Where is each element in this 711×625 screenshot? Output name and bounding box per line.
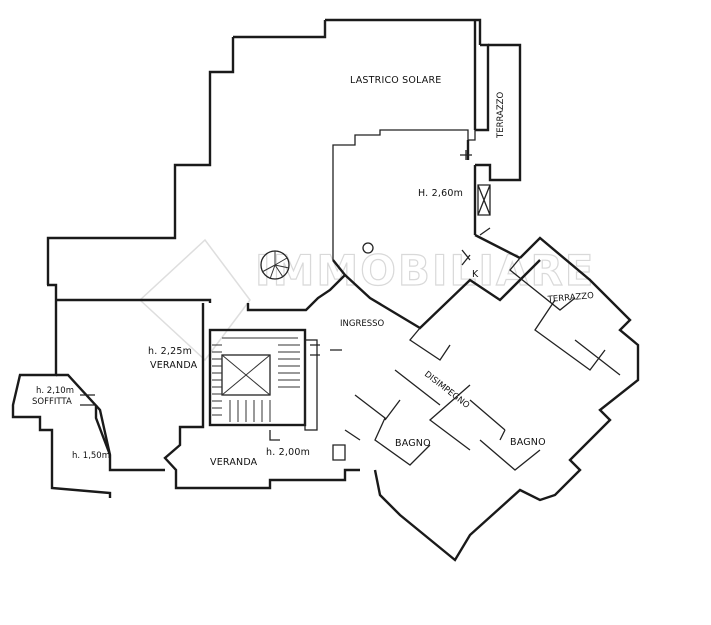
label-bagno-2: BAGNO <box>510 437 546 448</box>
label-terrazzo-right: TERRAZZO <box>546 291 594 305</box>
label-ingresso: INGRESSO <box>340 319 385 329</box>
interior-walls <box>344 150 621 471</box>
label-height-main: H. 2,60m <box>418 188 463 199</box>
label-height-bottom: h. 2,00m <box>266 447 310 458</box>
small-door-marks <box>80 394 346 461</box>
spiral-stair-icon <box>260 250 290 280</box>
label-veranda-left: VERANDA <box>150 360 198 371</box>
label-veranda-bottom: VERANDA <box>210 457 258 468</box>
column-icon <box>362 242 374 254</box>
staircase <box>208 328 342 431</box>
label-bagno-1: BAGNO <box>395 438 431 449</box>
outer-walls <box>11 18 640 562</box>
label-height-small: h. 1,50m <box>72 451 110 461</box>
label-height-soffitta: h. 2,10m <box>36 386 74 396</box>
watermark: IMMOBILIARE <box>138 238 596 362</box>
label-soffitta: SOFFITTA <box>32 397 72 407</box>
terrazzo-top-hatch <box>477 184 491 216</box>
label-terrazzo-top: TERRAZZO <box>496 92 506 139</box>
watermark-text: IMMOBILIARE <box>255 246 596 295</box>
label-height-veranda: h. 2,25m <box>148 346 192 357</box>
label-lastrico-solare: LASTRICO SOLARE <box>350 75 442 86</box>
label-k: K <box>472 269 479 280</box>
